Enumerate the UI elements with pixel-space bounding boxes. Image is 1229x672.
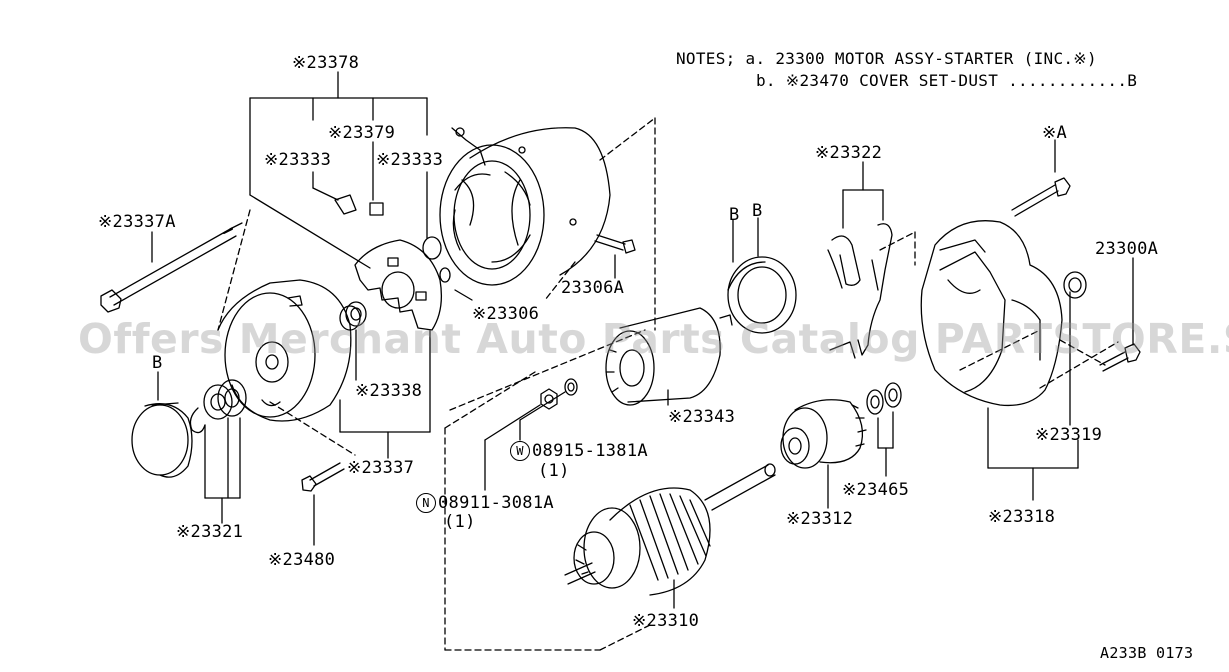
- label-23337[interactable]: ※23337: [347, 458, 415, 478]
- leader-lines: [151, 71, 1134, 609]
- nut-washer: [540, 378, 578, 410]
- screw-23306A: [594, 234, 636, 254]
- label-23379[interactable]: ※23379: [328, 123, 396, 143]
- diagram-code: A233B 0173: [1100, 644, 1194, 662]
- brush-holder-23378: [334, 194, 443, 331]
- armature-23310: [564, 463, 776, 596]
- screw-23480: [301, 462, 345, 492]
- label-23333-right[interactable]: ※23333: [376, 150, 444, 170]
- label-23480[interactable]: ※23480: [268, 550, 336, 570]
- bolt-A: [1011, 177, 1071, 217]
- label-23321[interactable]: ※23321: [176, 522, 244, 542]
- notes-line-a: NOTES; a. 23300 MOTOR ASSY-STARTER (INC.…: [676, 49, 1097, 68]
- label-23465[interactable]: ※23465: [842, 480, 910, 500]
- label-23319[interactable]: ※23319: [1035, 425, 1103, 445]
- qty-08911: (1): [444, 512, 476, 532]
- label-B-middle1: B: [729, 205, 740, 225]
- screw-23300A: [1099, 343, 1141, 372]
- qty-08915: (1): [538, 461, 570, 481]
- label-23337A[interactable]: ※23337A: [98, 212, 176, 232]
- rear-housing-23337: [217, 279, 352, 422]
- dust-cover-middle: [727, 256, 797, 334]
- watermark: Offers Merchant Auto Parts Catalog PARTS…: [78, 315, 1229, 363]
- yoke-field-coil-23306: [422, 127, 611, 286]
- nut-symbol-icon: N: [416, 493, 436, 513]
- stop-rings-23465: [866, 382, 902, 415]
- label-23312[interactable]: ※23312: [786, 509, 854, 529]
- pinion-clutch-23312: [780, 399, 867, 469]
- notes-line-b: b. ※23470 COVER SET-DUST ............B: [756, 71, 1138, 90]
- through-bolt-23337A: [100, 222, 243, 313]
- label-B-middle2: B: [752, 201, 763, 221]
- label-23318[interactable]: ※23318: [988, 507, 1056, 527]
- solenoid-23343: [605, 307, 733, 406]
- shift-lever-23322: [827, 223, 893, 359]
- label-23378[interactable]: ※23378: [292, 53, 360, 73]
- front-housing-23318: [920, 220, 1063, 407]
- washers-23321: [189, 379, 247, 434]
- label-23306A[interactable]: 23306A: [561, 278, 625, 298]
- label-23322[interactable]: ※23322: [815, 143, 883, 163]
- label-23300A[interactable]: 23300A: [1095, 239, 1159, 259]
- label-23306[interactable]: ※23306: [472, 304, 540, 324]
- label-B-left: B: [152, 353, 163, 373]
- part-number-08911: 08911-3081A: [438, 493, 554, 513]
- label-A[interactable]: ※A: [1042, 123, 1068, 143]
- dust-cap-left: [131, 402, 193, 478]
- label-23310[interactable]: ※23310: [632, 611, 700, 631]
- label-23343[interactable]: ※23343: [668, 407, 736, 427]
- part-number-08915: 08915-1381A: [532, 441, 648, 461]
- bushing-23338: [339, 301, 367, 331]
- label-23338[interactable]: ※23338: [355, 381, 423, 401]
- washer-symbol-icon: W: [510, 441, 530, 461]
- bushing-23319: [1063, 271, 1087, 299]
- assembly-dashed-lines: [217, 117, 1119, 651]
- label-23333-left[interactable]: ※23333: [264, 150, 332, 170]
